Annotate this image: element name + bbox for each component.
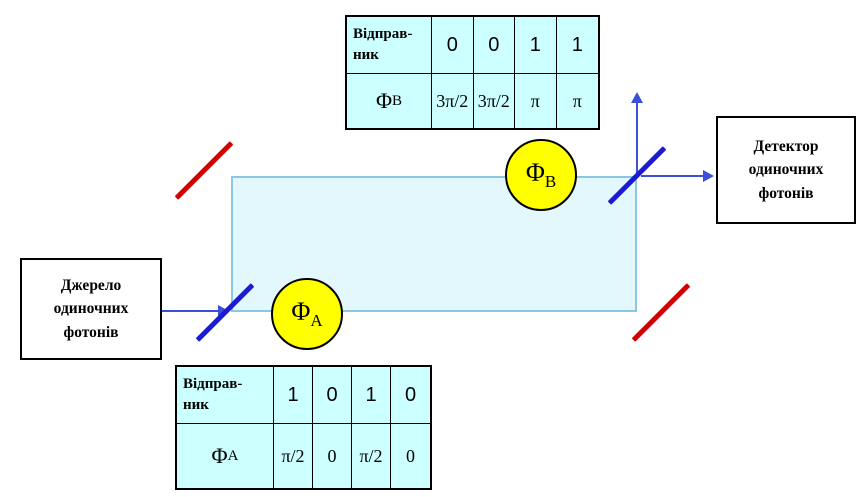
table-a-bit-cell: 1 xyxy=(352,367,391,424)
table-a-phase-cell: π/2 xyxy=(352,424,391,488)
table-b-bit-cell: 0 xyxy=(473,17,515,74)
output-beam-line-horizontal xyxy=(641,175,704,177)
phi-a-label: ΦA xyxy=(291,297,322,331)
input-beam-line xyxy=(162,310,220,312)
table-a-phase-cell: 0 xyxy=(406,445,415,466)
mirror-bottom-right xyxy=(631,283,691,342)
table-b-phase-cell: π xyxy=(515,74,557,128)
table-a-phi-subscript: A xyxy=(227,447,239,464)
table-a-phase-cell: π/2 xyxy=(274,424,313,488)
table-b-bit-cell: 1 xyxy=(515,17,557,74)
phase-modulator-b: ΦB xyxy=(505,139,577,211)
table-b-phase-cell: 3π/2 xyxy=(474,74,515,128)
mirror-top-left xyxy=(174,141,234,200)
table-a-header-cell: Відправ- ник xyxy=(177,367,274,424)
table-b-bit-cell: 0 xyxy=(432,17,474,74)
table-a-bit-cell: 0 xyxy=(313,367,352,424)
phi-b-label: ΦB xyxy=(526,158,556,192)
table-b-header-cell: Відправ- ник xyxy=(347,17,432,74)
source-box-label: Джерело одиночних фотонів xyxy=(53,277,129,341)
table-a-phase-cell: 0 xyxy=(313,424,352,488)
single-photon-detector-box: Детектор одиночних фотонів xyxy=(716,116,856,224)
output-beam-line-vertical xyxy=(636,101,638,175)
output-beam-arrowhead-right xyxy=(703,170,714,182)
single-photon-source-box: Джерело одиночних фотонів xyxy=(20,258,162,360)
table-b-header-label: Відправ- ник xyxy=(353,26,413,63)
table-b-phase-cell: π xyxy=(572,90,582,111)
detector-box-label: Детектор одиночних фотонів xyxy=(748,138,824,202)
phi-b-symbol: Φ xyxy=(525,157,545,187)
output-beam-arrowhead-up xyxy=(631,92,643,103)
table-a-bit-cell: 0 xyxy=(391,367,430,424)
table-a-header-label: Відправ- ник xyxy=(183,376,243,413)
phi-a-symbol: Φ xyxy=(291,296,311,326)
table-b-phi-subscript: B xyxy=(392,92,403,109)
phase-modulator-a: ΦA xyxy=(271,278,343,350)
table-a-bit-cell: 1 xyxy=(274,367,313,424)
table-b-phase-cell: 3π/2 xyxy=(432,74,474,128)
table-b-bit-cell: 1 xyxy=(556,17,598,74)
phi-b-subscript: B xyxy=(544,172,557,192)
table-b-phi-symbol: Φ xyxy=(375,88,393,113)
table-a-phi-symbol: Φ xyxy=(211,443,228,468)
beamsplitter-bottom-left xyxy=(195,283,255,342)
phi-a-subscript: A xyxy=(310,311,323,331)
